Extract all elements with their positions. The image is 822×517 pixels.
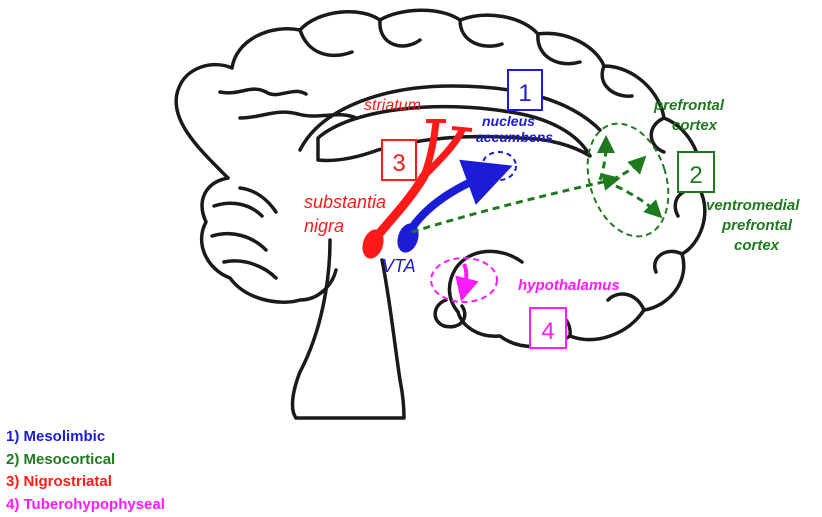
box-4: 4 [530, 308, 566, 348]
legend-item-tuberohypophyseal: 4) Tuberohypophyseal [6, 496, 165, 513]
label-substantia: substantia [304, 192, 386, 212]
box-2-label: 2 [689, 162, 702, 189]
legend-item-mesocortical: 2) Mesocortical [6, 451, 115, 468]
mesocortical-main [412, 180, 612, 232]
label-ventromedial: ventromedial [706, 197, 800, 214]
nigrostriatal-terminal-right [452, 128, 472, 130]
label-vta: VTA [382, 256, 416, 276]
mesocortical-branch-down [616, 186, 656, 212]
mesocortical-branch-mid [612, 162, 640, 180]
mesocortical-branch-up [600, 144, 606, 180]
label-vm-cortex: cortex [734, 237, 780, 254]
pituitary [435, 300, 465, 327]
legend-item-mesolimbic: 1) Mesolimbic [6, 428, 105, 445]
box-3: 3 [382, 140, 416, 180]
label-prefrontal-cortex: cortex [672, 117, 718, 134]
label-hypothalamus: hypothalamus [518, 277, 620, 294]
box-3-label: 3 [392, 150, 405, 177]
tuberohypophyseal-arrow [464, 264, 466, 290]
box-1-label: 1 [518, 80, 531, 107]
label-nigra: nigra [304, 216, 344, 236]
prefrontal-region [574, 113, 682, 247]
tuberohypophyseal-pathway [431, 258, 497, 302]
label-prefrontal: prefrontal [653, 97, 725, 114]
box-1: 1 [508, 70, 542, 110]
label-striatum: striatum [364, 97, 421, 114]
label-vm-prefrontal: prefrontal [721, 217, 793, 234]
temporal-lobe [449, 251, 522, 312]
box-2: 2 [678, 152, 714, 192]
label-accumbens: accumbens [476, 129, 553, 145]
nucleus-accumbens-region [482, 152, 516, 180]
box-4-label: 4 [541, 318, 554, 345]
legend-item-nigrostriatal: 3) Nigrostriatal [6, 473, 112, 490]
label-nucleus: nucleus [482, 113, 535, 129]
legend: 1) Mesolimbic 2) Mesocortical 3) Nigrost… [6, 428, 165, 513]
brain-outline [176, 10, 705, 418]
cerebellum-folia [212, 188, 276, 278]
gyrus-lines [220, 20, 700, 336]
